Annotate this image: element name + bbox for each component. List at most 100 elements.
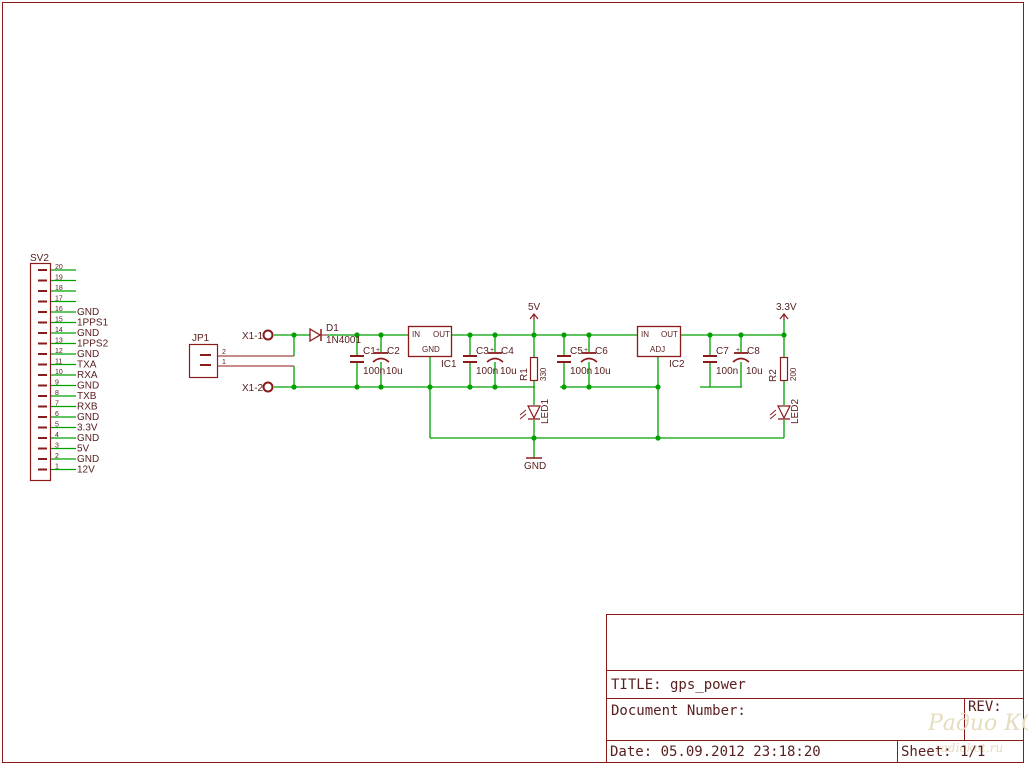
sv2-pin-number: 15	[55, 317, 63, 324]
sv2-pin-label: GND	[77, 454, 99, 465]
sv2-pin-number: 11	[55, 359, 62, 366]
ic2-adj: ADJ	[650, 345, 665, 354]
rev-field: REV:	[968, 699, 1002, 715]
sv2-pin-label: 5V	[77, 444, 90, 455]
document-number-field: Document Number:	[611, 703, 746, 719]
regulator-ic2: IN OUT ADJ IC2	[636, 325, 685, 370]
c7-ref: C7	[716, 346, 729, 357]
sv2-pin-label: 1PPS2	[77, 339, 109, 350]
d1-value: 1N4001	[326, 335, 361, 346]
sv2-pin-number: 14	[55, 327, 63, 334]
sv2-pin-number: 10	[55, 369, 63, 376]
sv2-pin-number: 2	[55, 453, 59, 460]
diode-d1: D1 1N4001	[309, 323, 361, 346]
sv2-pin-17: 17	[38, 296, 76, 303]
ic1-out: OUT	[433, 330, 450, 339]
r1-ref: R1	[519, 368, 530, 381]
title-field: TITLE: gps_power	[611, 677, 746, 693]
ic1-gnd: GND	[422, 345, 440, 354]
sv2-pin-label: TXA	[77, 360, 97, 371]
c8-ref: C8	[747, 346, 760, 357]
sv2-pin-2: 2 GND	[38, 453, 99, 465]
sv2-pin-10: 10 RXA	[38, 369, 98, 381]
c4-ref: C4	[501, 346, 514, 357]
c1-value: 100n	[363, 366, 385, 377]
sv2-pin-14: 14 GND	[38, 327, 99, 339]
gnd-label: GND	[524, 461, 546, 472]
sv2-pin-3: 3 5V	[38, 443, 90, 455]
sv2-pin-label: GND	[77, 307, 99, 318]
jp1-ref: JP1	[192, 333, 210, 344]
sv2-pin-16: 16 GND	[38, 306, 99, 318]
sv2-pin-number: 18	[55, 285, 63, 292]
ic2-in: IN	[641, 330, 649, 339]
sv2-pin-18: 18	[38, 285, 76, 292]
sv2-pin-15: 15 1PPS1	[38, 317, 109, 329]
wires	[274, 320, 785, 458]
sv2-pin-number: 3	[55, 443, 59, 450]
sv2-pin-number: 12	[55, 348, 63, 355]
polarity-plus-icon: +	[584, 347, 588, 354]
sv2-pin-label: RXB	[77, 402, 98, 413]
sv2-pin-number: 16	[55, 306, 63, 313]
sv2-pin-4: 4 GND	[38, 432, 99, 444]
sv2-pin-label: GND	[77, 433, 99, 444]
sv2-pin-number: 1	[55, 464, 59, 471]
sv2-pin-label: RXA	[77, 370, 98, 381]
jumper-jp1: JP1 2 1	[188, 333, 294, 379]
c3-ref: C3	[476, 346, 489, 357]
c4-value: 10u	[500, 366, 517, 377]
sv2-pin-20: 20	[38, 264, 76, 271]
regulator-ic1: IN OUT GND IC1	[407, 325, 457, 370]
c3-value: 100n	[476, 366, 498, 377]
sv2-pin-19: 19	[38, 275, 76, 282]
r1-value: 330	[539, 367, 548, 381]
resistor-r1: R1 330	[519, 356, 548, 382]
capacitor-c3: C3 100n	[463, 346, 498, 377]
x1-2-label: X1-2	[242, 383, 264, 394]
sv2-pin-label: GND	[77, 328, 99, 339]
ground-symbol: GND	[524, 457, 546, 472]
resistor-r2: R2 200	[768, 356, 798, 382]
junctions	[291, 332, 787, 441]
sv2-pin-number: 8	[55, 390, 59, 397]
led-led1: LED1	[519, 399, 551, 424]
supply-3v3: 3.3V	[776, 302, 797, 320]
sv2-ref: SV2	[30, 253, 49, 264]
title-block	[606, 614, 1024, 763]
sv2-pin-label: 1PPS1	[77, 318, 109, 329]
sv2-pin-number: 20	[55, 264, 63, 271]
date-field: Date: 05.09.2012 23:18:20	[610, 744, 821, 760]
led-led2: LED2	[769, 399, 801, 424]
led2-ref: LED2	[790, 399, 801, 424]
sv2-pin-11: 11 TXA	[38, 359, 97, 371]
c5-ref: C5	[570, 346, 583, 357]
c2-ref: C2	[387, 346, 400, 357]
sv2-pin-number: 17	[55, 296, 63, 303]
sv2-pin-number: 4	[55, 432, 59, 439]
c8-value: 10u	[746, 366, 763, 377]
r2-ref: R2	[768, 369, 779, 382]
sv2-pin-number: 5	[55, 422, 59, 429]
c1-ref: C1	[363, 346, 376, 357]
terminal-x1-2: X1-2	[242, 381, 274, 394]
c6-ref: C6	[595, 346, 608, 357]
watermark-line1: Радио КОТ	[927, 711, 1028, 736]
capacitor-c1: C1 100n	[350, 346, 385, 377]
sv2-pin-number: 9	[55, 380, 59, 387]
